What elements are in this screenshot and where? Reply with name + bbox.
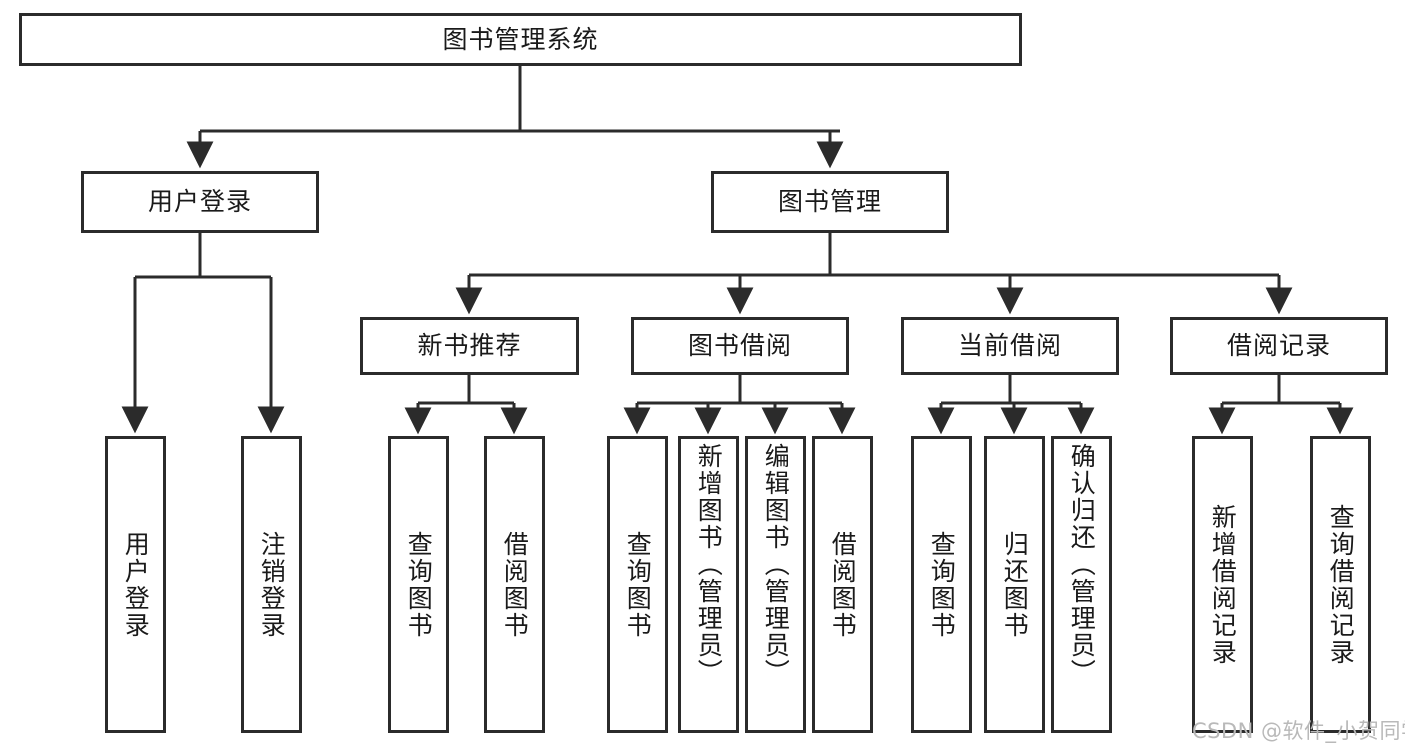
edge-group-new-book-recommend bbox=[404, 375, 528, 435]
edge-group-book-management bbox=[455, 233, 1293, 315]
node-current-borrow[interactable]: 当前借阅 bbox=[901, 317, 1119, 375]
node-leaf-query-book-1-label: 查询图书 bbox=[404, 530, 434, 639]
node-leaf-confirm-return-label: 确认归还（管理员） bbox=[1067, 443, 1097, 686]
node-leaf-add-book-label: 新增图书（管理员） bbox=[694, 443, 724, 686]
node-leaf-user-login-label: 用户登录 bbox=[121, 530, 151, 639]
node-book-borrow-label: 图书借阅 bbox=[687, 331, 792, 361]
node-leaf-query-record[interactable]: 查询借阅记录 bbox=[1310, 436, 1371, 733]
node-book-management-label: 图书管理 bbox=[777, 187, 882, 217]
node-leaf-logout-label: 注销登录 bbox=[257, 530, 287, 639]
node-leaf-add-record-label: 新增借阅记录 bbox=[1208, 503, 1238, 666]
node-current-borrow-label: 当前借阅 bbox=[957, 331, 1062, 361]
node-leaf-borrow-book-2[interactable]: 借阅图书 bbox=[812, 436, 873, 733]
node-leaf-borrow-book-2-label: 借阅图书 bbox=[828, 530, 858, 639]
node-borrow-record[interactable]: 借阅记录 bbox=[1170, 317, 1388, 375]
node-new-book-recommend-label: 新书推荐 bbox=[417, 331, 522, 361]
node-leaf-edit-book-label: 编辑图书（管理员） bbox=[761, 443, 791, 686]
node-new-book-recommend[interactable]: 新书推荐 bbox=[360, 317, 579, 375]
node-user-login-label: 用户登录 bbox=[147, 187, 252, 217]
node-leaf-query-book-3-label: 查询图书 bbox=[927, 530, 957, 639]
node-borrow-record-label: 借阅记录 bbox=[1226, 331, 1331, 361]
node-book-management[interactable]: 图书管理 bbox=[711, 171, 949, 233]
edge-group-user-login bbox=[121, 233, 285, 434]
node-leaf-add-book[interactable]: 新增图书（管理员） bbox=[678, 436, 739, 733]
edge-group-current-borrow bbox=[927, 375, 1095, 435]
node-leaf-query-book-3[interactable]: 查询图书 bbox=[911, 436, 972, 733]
node-leaf-add-record[interactable]: 新增借阅记录 bbox=[1192, 436, 1253, 733]
node-user-login[interactable]: 用户登录 bbox=[81, 171, 319, 233]
node-leaf-borrow-book-1-label: 借阅图书 bbox=[500, 530, 530, 639]
node-leaf-return-book-label: 归还图书 bbox=[1000, 530, 1030, 639]
node-book-borrow[interactable]: 图书借阅 bbox=[631, 317, 849, 375]
node-leaf-user-login[interactable]: 用户登录 bbox=[105, 436, 166, 733]
node-leaf-return-book[interactable]: 归还图书 bbox=[984, 436, 1045, 733]
node-root-system[interactable]: 图书管理系统 bbox=[19, 13, 1022, 66]
node-leaf-edit-book[interactable]: 编辑图书（管理员） bbox=[745, 436, 806, 733]
node-leaf-query-book-2[interactable]: 查询图书 bbox=[607, 436, 668, 733]
watermark-text: CSDN @软件_小贺同学 bbox=[1192, 719, 1405, 743]
node-leaf-query-record-label: 查询借阅记录 bbox=[1326, 503, 1356, 666]
node-root-label: 图书管理系统 bbox=[442, 24, 599, 54]
node-leaf-confirm-return[interactable]: 确认归还（管理员） bbox=[1051, 436, 1112, 733]
node-leaf-borrow-book-1[interactable]: 借阅图书 bbox=[484, 436, 545, 733]
node-leaf-query-book-2-label: 查询图书 bbox=[623, 530, 653, 639]
edge-group-root bbox=[186, 66, 844, 169]
node-leaf-query-book-1[interactable]: 查询图书 bbox=[388, 436, 449, 733]
edge-group-borrow-record bbox=[1208, 375, 1354, 435]
edge-group-book-borrow bbox=[623, 375, 856, 435]
node-leaf-logout[interactable]: 注销登录 bbox=[241, 436, 302, 733]
